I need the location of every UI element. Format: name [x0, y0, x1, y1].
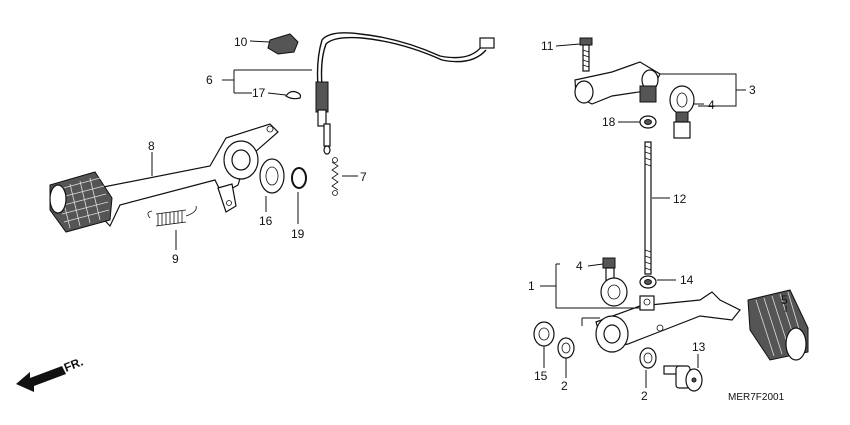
bolt-11 [579, 37, 593, 72]
callout-6: 6 [206, 73, 213, 87]
callout-11: 11 [541, 39, 554, 53]
rod-end-4-upper [669, 85, 695, 139]
switch-clip-10 [267, 33, 299, 55]
callout-15: 15 [534, 369, 548, 383]
callout-18: 18 [602, 115, 616, 129]
washer-16 [259, 158, 285, 194]
callout-12: 12 [673, 192, 687, 206]
clip-17 [285, 90, 302, 100]
callout-9: 9 [172, 252, 179, 266]
callout-19: 19 [291, 227, 305, 241]
gearshift-pedal [595, 291, 741, 353]
snap-ring-19 [291, 167, 308, 189]
front-direction-arrow [16, 366, 66, 392]
leader-lines [151, 40, 787, 388]
callout-16: 16 [259, 214, 273, 228]
callout-labels: 10 6 17 7 8 9 16 19 11 3 4 18 12 4 14 1 … [62, 35, 788, 403]
callout-8: 8 [148, 139, 155, 153]
callout-4-upper: 4 [708, 98, 715, 112]
brake-pedal [76, 123, 279, 228]
callout-2-right: 2 [641, 389, 648, 403]
callout-5: 5 [781, 293, 788, 307]
shift-pedal-rubber-5 [747, 289, 809, 361]
dust-seal-2-left [557, 337, 575, 359]
nut-18 [639, 115, 657, 129]
callout-7: 7 [360, 170, 367, 184]
callout-2-left: 2 [561, 379, 568, 393]
pivot-bolt-13 [663, 365, 703, 392]
callout-14: 14 [680, 273, 694, 287]
brake-light-switch-6 [315, 32, 495, 155]
tie-rod-12 [644, 141, 652, 275]
callout-13: 13 [692, 340, 706, 354]
callout-17: 17 [252, 86, 266, 100]
dust-seal-2-right [639, 347, 657, 369]
spring-7 [331, 157, 339, 196]
callout-3: 3 [749, 83, 756, 97]
callout-4-lower: 4 [576, 259, 583, 273]
upper-link-arm [574, 61, 661, 105]
rod-end-4-lower [600, 257, 628, 307]
part-code: MER7F2001 [728, 392, 785, 403]
callout-10: 10 [234, 35, 248, 49]
nut-14 [639, 275, 657, 289]
front-label: FR. [62, 355, 85, 375]
brake-pedal-rubber [49, 171, 113, 233]
callout-1: 1 [528, 279, 535, 293]
washer-15 [533, 321, 555, 347]
pedal-return-spring-9 [147, 205, 197, 227]
